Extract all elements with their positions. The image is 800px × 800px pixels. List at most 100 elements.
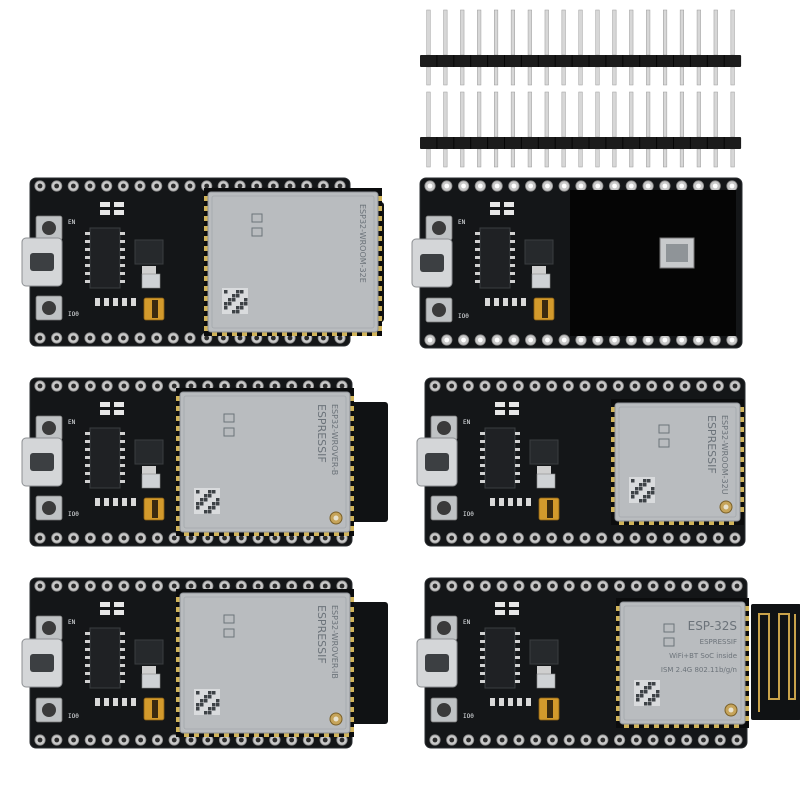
module-pad bbox=[204, 196, 208, 201]
qr-cell bbox=[200, 498, 204, 502]
pin-hole bbox=[304, 183, 310, 189]
smd-passive bbox=[113, 298, 118, 306]
module-pad bbox=[314, 532, 319, 536]
chip-lead bbox=[85, 272, 90, 275]
module-pad bbox=[616, 706, 620, 711]
rf-shield-edge bbox=[183, 596, 347, 730]
smd-resistor bbox=[504, 210, 514, 215]
header-pin-upper bbox=[443, 9, 448, 56]
smd-passive bbox=[499, 498, 504, 506]
header-pin-lower bbox=[696, 66, 701, 86]
button-label-io0: IO0 bbox=[68, 713, 79, 720]
pin-hole bbox=[628, 337, 634, 343]
pin-hole bbox=[734, 583, 740, 589]
chip-lead bbox=[85, 256, 90, 259]
ipex-connector-center bbox=[728, 707, 734, 713]
module-pad bbox=[674, 724, 679, 728]
smd-led bbox=[114, 202, 124, 207]
module-pad bbox=[350, 506, 354, 511]
pin-hole bbox=[665, 535, 671, 541]
pin-hole bbox=[565, 535, 571, 541]
module-pad bbox=[176, 707, 180, 712]
capacitor-band bbox=[547, 500, 553, 518]
pin-hole bbox=[482, 737, 488, 743]
pin-hole bbox=[188, 737, 194, 743]
module-pad bbox=[616, 606, 620, 611]
pin-hole bbox=[578, 183, 584, 189]
pin-hole bbox=[339, 737, 345, 743]
module-pad bbox=[350, 617, 354, 622]
pin-hole bbox=[170, 183, 176, 189]
voltage-regulator bbox=[529, 439, 559, 465]
module-pad bbox=[350, 647, 354, 652]
qr-cell bbox=[651, 487, 655, 491]
pin-hole bbox=[465, 535, 471, 541]
micro-usb-port-opening bbox=[425, 453, 449, 471]
module-pad bbox=[616, 696, 620, 701]
module-pad bbox=[214, 733, 219, 737]
module-pad bbox=[176, 687, 180, 692]
chip-lead bbox=[510, 280, 515, 283]
chip-lead bbox=[480, 440, 485, 443]
pin-hole bbox=[205, 737, 211, 743]
pin-hole bbox=[121, 583, 127, 589]
module-pad bbox=[616, 646, 620, 651]
pin-hole bbox=[237, 335, 243, 341]
chip-lead bbox=[480, 456, 485, 459]
module-pad bbox=[282, 332, 287, 336]
module-pad bbox=[378, 266, 382, 271]
rf-shield-edge bbox=[618, 406, 737, 518]
qr-cell bbox=[212, 703, 216, 707]
chip-lead bbox=[510, 272, 515, 275]
header-pin-upper bbox=[510, 91, 515, 138]
capacitor-band bbox=[542, 300, 548, 318]
pin-hole bbox=[171, 535, 177, 541]
voltage-regulator bbox=[529, 639, 559, 665]
qr-cell bbox=[204, 498, 208, 502]
chip-lead bbox=[510, 248, 515, 251]
pin-hole bbox=[155, 737, 160, 743]
module-pad bbox=[234, 733, 239, 737]
module-pad bbox=[176, 647, 180, 652]
chip-lead bbox=[120, 248, 125, 251]
smd-passive bbox=[508, 698, 513, 706]
header-pin-upper bbox=[713, 91, 718, 138]
module-pad bbox=[362, 332, 367, 336]
pin-hole bbox=[696, 337, 701, 343]
qr-cell bbox=[652, 698, 656, 702]
smd-resistor bbox=[100, 410, 110, 415]
smd-passive bbox=[494, 298, 499, 306]
header-pin-lower bbox=[730, 148, 735, 168]
header-pin-upper bbox=[527, 9, 532, 56]
pin-hole bbox=[270, 183, 276, 189]
module-pad bbox=[350, 426, 354, 431]
module-pad bbox=[611, 457, 615, 462]
pin-hole bbox=[427, 337, 433, 343]
pin-hole bbox=[477, 337, 483, 343]
header-pin-lower bbox=[443, 66, 448, 86]
chip-lead bbox=[515, 456, 520, 459]
module-pad bbox=[664, 724, 669, 728]
module-pad bbox=[378, 246, 382, 251]
module-pad bbox=[274, 532, 279, 536]
chip-lead bbox=[475, 280, 480, 283]
qr-cell bbox=[204, 695, 208, 699]
qr-cell bbox=[196, 703, 200, 707]
chip-lead bbox=[120, 232, 125, 235]
smd-resistor bbox=[509, 410, 519, 415]
pin-hole bbox=[701, 583, 706, 589]
module-pad bbox=[334, 532, 339, 536]
module-pad bbox=[342, 332, 347, 336]
module-pad bbox=[232, 332, 237, 336]
button-label-io0: IO0 bbox=[463, 713, 474, 720]
usb-uart-chip bbox=[479, 227, 511, 289]
pin-hole bbox=[322, 583, 328, 589]
pin-hole bbox=[599, 383, 605, 389]
smd-passive bbox=[95, 298, 100, 306]
qr-cell bbox=[212, 691, 216, 695]
qr-cell bbox=[208, 707, 212, 711]
pin-hole bbox=[578, 337, 584, 343]
smd-passive bbox=[131, 498, 136, 506]
